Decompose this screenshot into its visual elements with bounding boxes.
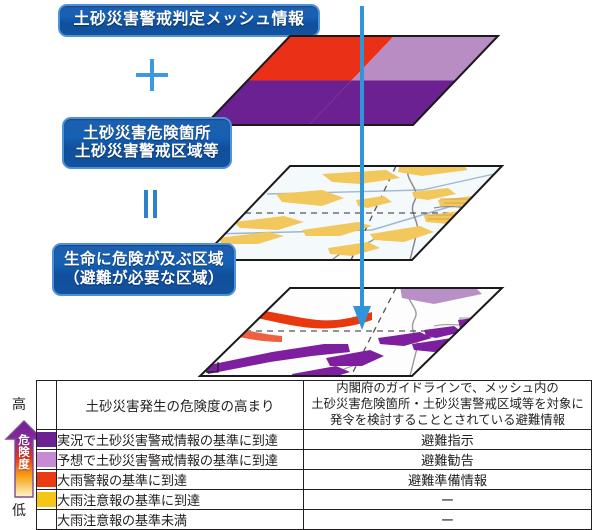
plane-mesh-info	[185, 28, 515, 133]
header-criteria: 土砂災害発生の危険度の高まり	[56, 380, 304, 430]
swatch-cell	[36, 489, 57, 510]
criteria-cell: 予想で土砂災害警戒情報の基準に到達	[56, 449, 304, 470]
plus-operator-icon	[132, 56, 172, 96]
criteria-cell: 大雨注意報の基準に到達	[56, 489, 304, 510]
axis-high-label: 高	[12, 396, 26, 412]
layer-label-line: 生命に危険が及ぶ区域	[63, 251, 224, 269]
swatch-cell	[36, 449, 57, 470]
danger-char-1: 危	[18, 435, 30, 447]
layer-label-line: 土砂災害危険箇所	[82, 124, 211, 142]
table-header-row: 土砂災害発生の危険度の高まり 内閣府のガイドラインで、メッシュ内の 土砂災害危険…	[36, 380, 592, 430]
plus-vertical-bar	[150, 59, 154, 91]
table-row: 大雨注意報の基準未満ー	[36, 509, 592, 530]
plane-hazard-areas	[172, 160, 518, 270]
action-cell: ー	[303, 509, 592, 530]
action-cell: 避難勧告	[303, 449, 592, 470]
flow-arrow-icon	[353, 6, 371, 334]
danger-char-3: 度	[18, 458, 30, 471]
red-swatch	[37, 472, 56, 487]
flow-arrow-head	[353, 306, 371, 330]
dark-purple-swatch	[37, 432, 56, 447]
legend-table-body: 実況で土砂災害警戒情報の基準に到達避難指示予想で土砂災害警戒情報の基準に到達避難…	[36, 429, 592, 530]
action-cell: 避難準備情報	[303, 469, 592, 490]
layer-label-hazard-areas: 土砂災害危険箇所 土砂災害警戒区域等	[62, 117, 232, 169]
header-action-line: 発令を検討することとされている避難情報	[329, 412, 566, 427]
table-row: 予想で土砂災害警戒情報の基準に到達避難勧告	[36, 449, 592, 470]
equals-bar-right	[153, 190, 157, 218]
header-action-line: 土砂災害危険箇所・土砂災害警戒区域等を対象に	[311, 397, 584, 412]
layer-label-line: （避難が必要な区域）	[63, 269, 224, 287]
header-action-line: 内閣府のガイドラインで、メッシュ内の	[336, 381, 559, 396]
yellow-swatch	[37, 492, 56, 507]
flow-arrow-shaft	[360, 6, 364, 312]
table-row: 実況で土砂災害警戒情報の基準に到達避難指示	[36, 429, 592, 450]
criteria-cell: 大雨注意報の基準未満	[56, 509, 304, 530]
header-action: 内閣府のガイドラインで、メッシュ内の 土砂災害危険箇所・土砂災害警戒区域等を対象…	[303, 380, 592, 430]
swatch-cell	[36, 429, 57, 450]
danger-level-arrow-text: 危 険 度	[4, 435, 44, 472]
action-cell: 避難指示	[303, 429, 592, 450]
criteria-cell: 実況で土砂災害警戒情報の基準に到達	[56, 429, 304, 450]
swatch-cell	[36, 469, 57, 490]
table-row: 大雨警報の基準に到達避難準備情報	[36, 469, 592, 490]
legend-table-section: 高 低 危 険 度	[0, 372, 600, 530]
axis-low-label: 低	[12, 502, 26, 518]
legend-table: 土砂災害発生の危険度の高まり 内閣府のガイドラインで、メッシュ内の 土砂災害危険…	[36, 380, 592, 530]
swatch-cell	[36, 509, 57, 530]
equals-operator-icon	[139, 190, 165, 220]
light-purple-swatch	[37, 452, 56, 467]
danger-char-2: 険	[18, 446, 30, 459]
white-swatch	[37, 512, 56, 527]
header-swatch-cell	[36, 380, 57, 430]
layer-label-line: 土砂災害警戒区域等	[74, 143, 219, 160]
layer-label-life-danger: 生命に危険が及ぶ区域 （避難が必要な区域）	[52, 243, 236, 296]
equals-bar-left	[144, 190, 148, 218]
action-cell: ー	[303, 489, 592, 510]
layer-label-mesh-info: 土砂災害警戒判定メッシュ情報	[58, 4, 320, 37]
layer-label-line: 土砂災害警戒判定メッシュ情報	[73, 11, 305, 29]
table-row: 大雨注意報の基準に到達ー	[36, 489, 592, 510]
criteria-cell: 大雨警報の基準に到達	[56, 469, 304, 490]
plane-life-danger-areas	[172, 282, 518, 382]
